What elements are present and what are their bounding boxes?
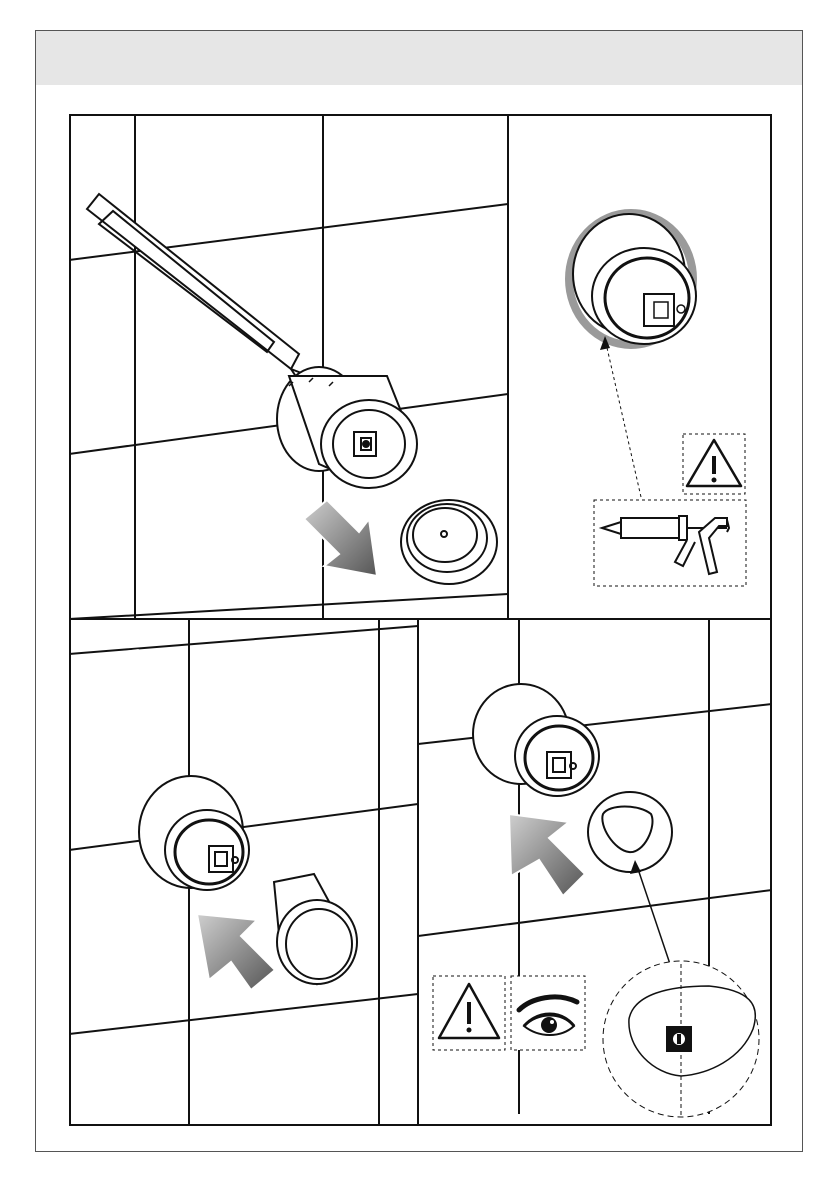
hex-key-tool-icon (87, 194, 309, 384)
panel-step-3 (69, 619, 418, 1126)
silicone-gun-icon (594, 500, 746, 586)
install-arrow-icon (509, 814, 585, 896)
pointer-line (605, 339, 641, 497)
cover-cap-icon (401, 500, 497, 584)
header-band (36, 31, 802, 85)
panel-step-1 (69, 114, 508, 619)
warning-icon (433, 976, 505, 1050)
eye-icon (511, 976, 585, 1050)
detail-magnifier-icon (603, 860, 759, 1117)
panel-step-4 (418, 619, 772, 1117)
cartridge-icon (139, 776, 249, 890)
install-arrow-icon (197, 914, 275, 990)
cartridge-icon (277, 367, 417, 488)
remove-arrow-icon (304, 500, 377, 576)
panel-step-2 (569, 213, 746, 586)
warning-icon (683, 434, 745, 494)
sleeve-icon (274, 874, 357, 984)
instruction-figure (69, 114, 772, 1126)
rosette-icon (588, 792, 672, 872)
sealant-ring-icon (569, 213, 696, 345)
cartridge-icon (473, 684, 599, 796)
wall-tile-grid (69, 619, 418, 1126)
